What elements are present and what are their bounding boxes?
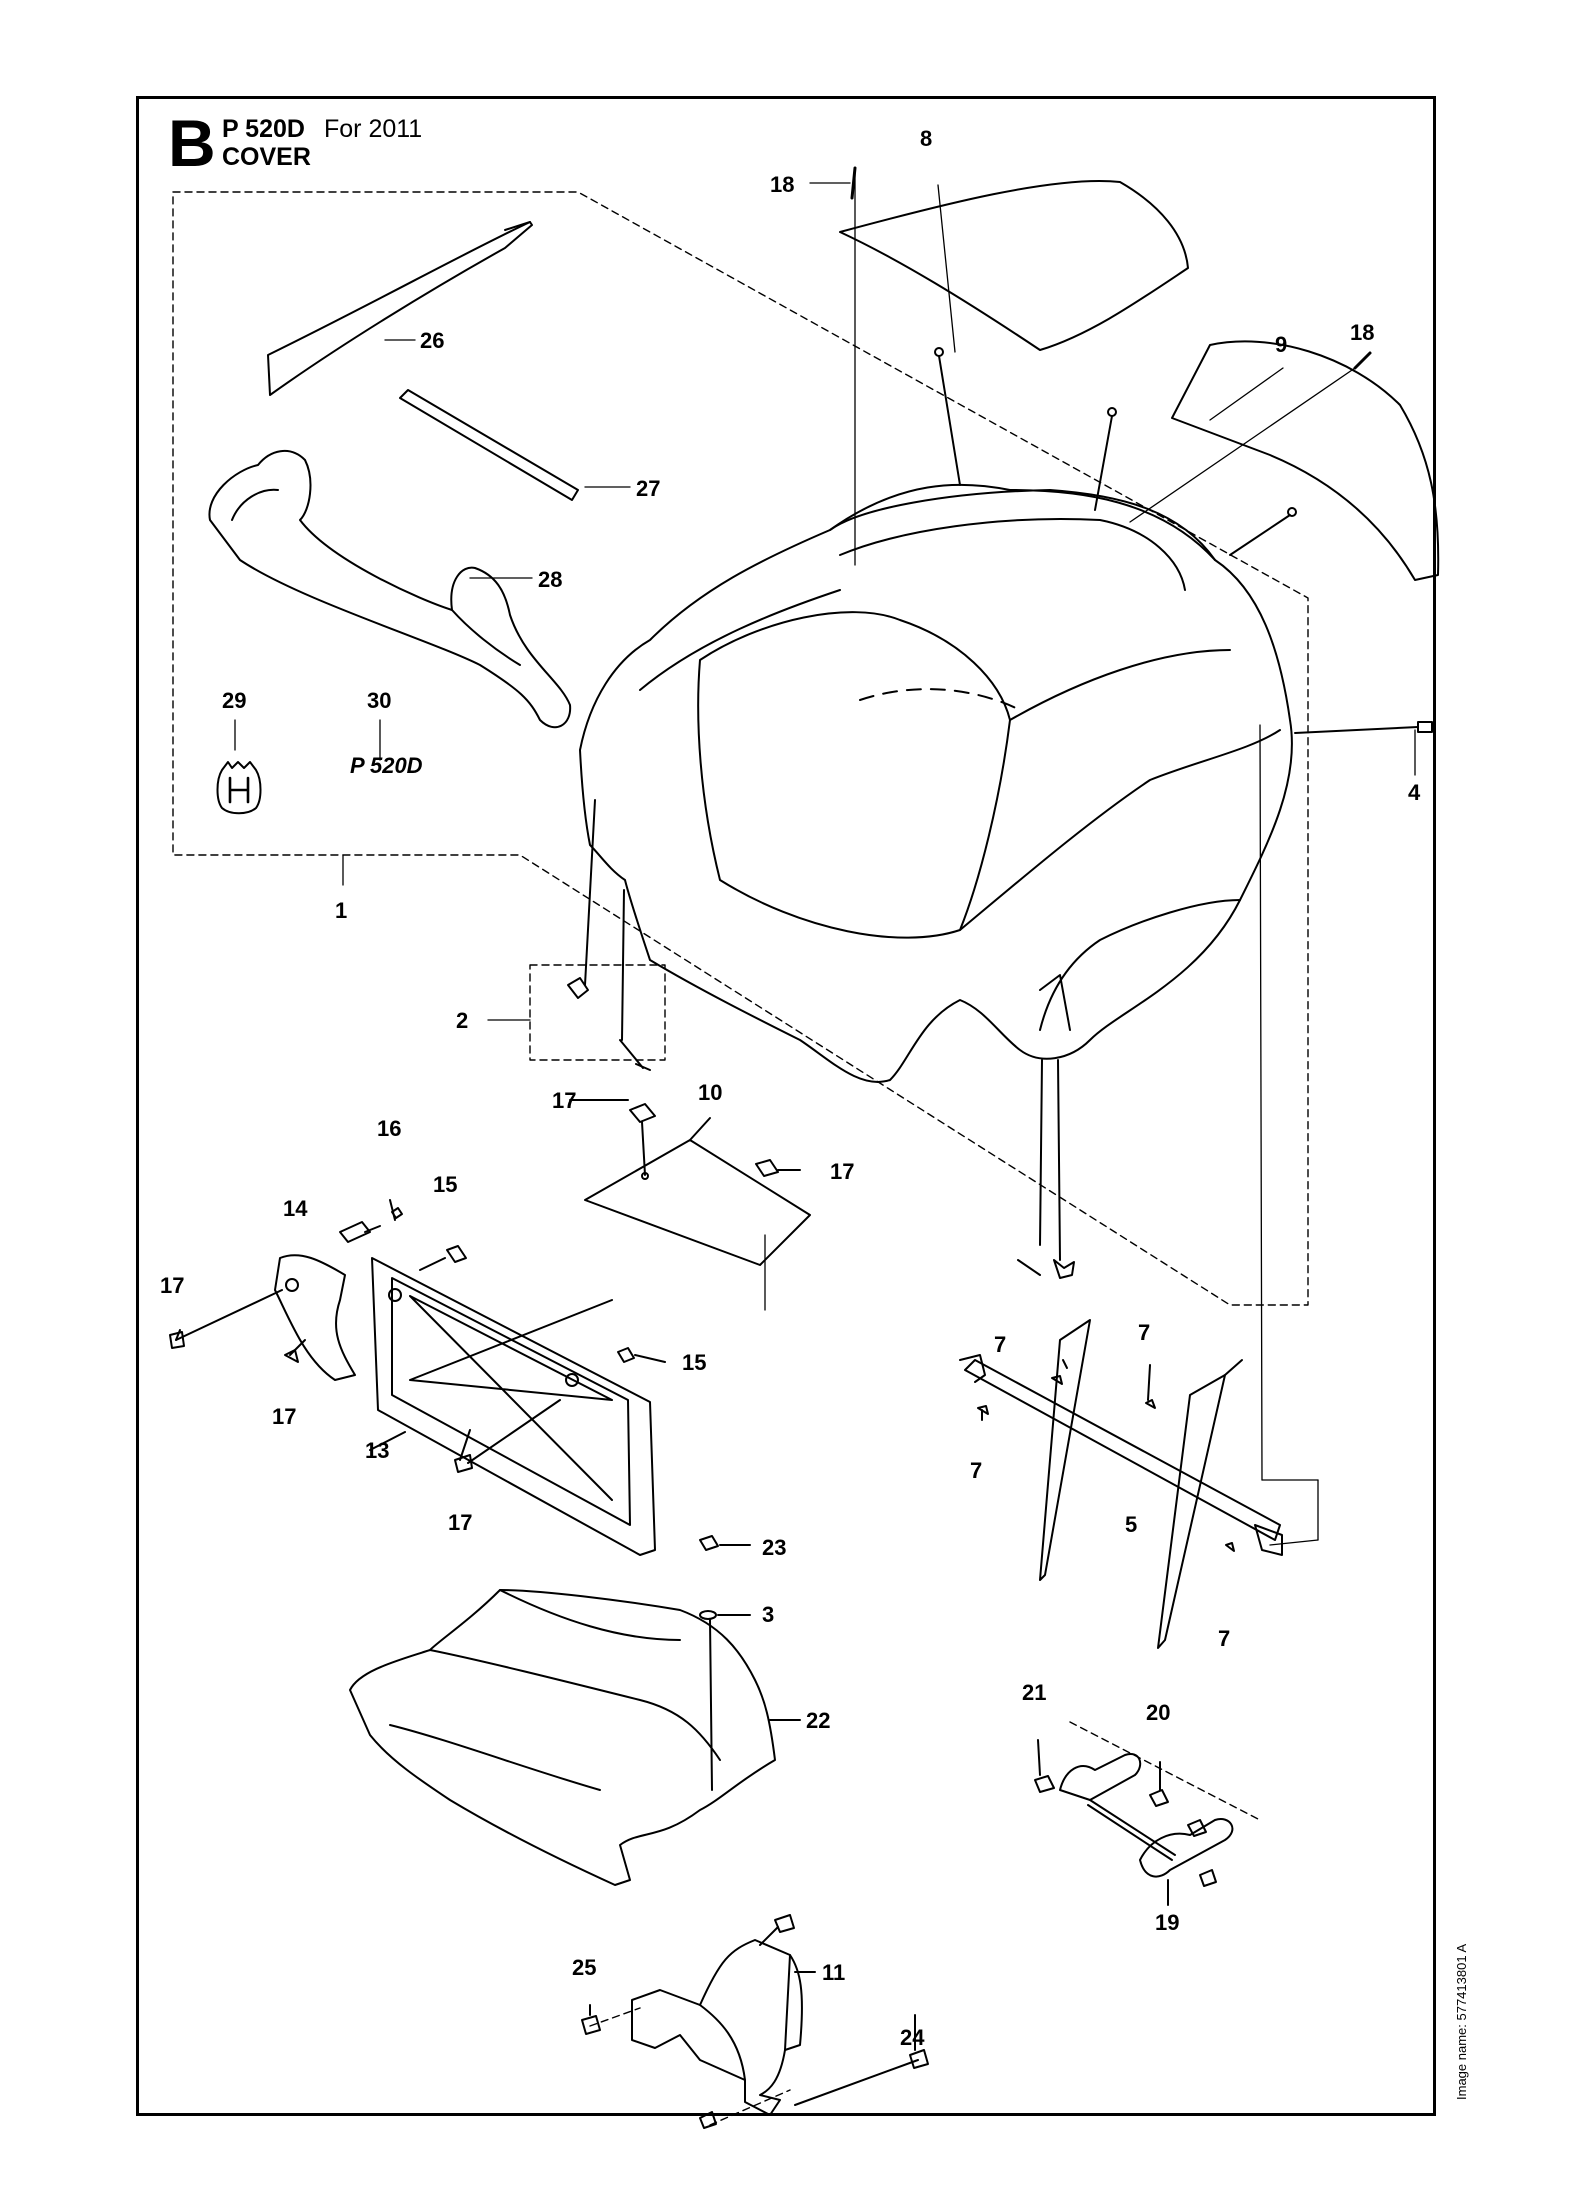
callout-7-b: 7 <box>1138 1320 1150 1345</box>
part-5-support-frame <box>959 1319 1283 1649</box>
part-19-hinge <box>1034 1739 1234 1906</box>
callout-17-plate-right: 17 <box>830 1159 854 1184</box>
nut-24-axis <box>709 2089 791 2126</box>
callout-11: 11 <box>822 1960 845 1985</box>
callout-7-c: 7 <box>970 1458 982 1483</box>
part-27-strip <box>399 389 579 501</box>
section-letter: B <box>168 106 216 180</box>
callout-2: 2 <box>456 1008 468 1033</box>
callout-7-a: 7 <box>994 1332 1006 1357</box>
part-29-logo-decal <box>216 761 262 815</box>
callout-7-d: 7 <box>1218 1626 1230 1651</box>
callout-19: 19 <box>1155 1910 1179 1935</box>
assembly-boundaries <box>172 191 1309 2126</box>
kit-2-outline <box>529 964 666 1061</box>
page-title: COVER <box>222 143 311 171</box>
part-28-seal <box>208 450 572 729</box>
callout-15-bottom: 15 <box>682 1350 706 1375</box>
callout-17-mid: 17 <box>272 1404 296 1429</box>
callout-1: 1 <box>335 898 347 923</box>
part-11-guard <box>581 1914 929 2129</box>
callout-18-top: 18 <box>770 172 794 197</box>
cover-fasteners <box>567 347 1433 1279</box>
callout-25: 25 <box>572 1955 596 1980</box>
callout-21: 21 <box>1022 1680 1046 1705</box>
callout-14: 14 <box>283 1196 308 1221</box>
callout-9: 9 <box>1275 332 1287 357</box>
bolt-25-axis <box>589 2007 641 2027</box>
callout-5: 5 <box>1125 1512 1137 1537</box>
part-9-rear-panel <box>1171 340 1440 581</box>
callout-16: 16 <box>377 1116 401 1141</box>
part-8-top-panel <box>839 180 1189 351</box>
callout-20: 20 <box>1146 1700 1170 1725</box>
model-year: For 2011 <box>324 115 423 143</box>
callout-17-plate-left: 17 <box>552 1088 576 1113</box>
model-name: P 520D <box>222 115 305 143</box>
callout-labels: 8 18 18 9 26 27 28 29 30 1 4 2 10 17 17 … <box>160 126 1421 2050</box>
callout-24: 24 <box>900 2025 925 2050</box>
callout-4: 4 <box>1408 780 1421 805</box>
part-30-model-decal: P 520D <box>350 753 423 778</box>
callout-27: 27 <box>636 476 660 501</box>
callout-10: 10 <box>698 1080 722 1105</box>
part-13-bracket <box>169 1199 666 1556</box>
callout-8: 8 <box>920 126 932 151</box>
leader-lines <box>234 166 1416 1546</box>
callout-26: 26 <box>420 328 444 353</box>
callout-17-left: 17 <box>160 1273 184 1298</box>
callout-18-right: 18 <box>1350 320 1374 345</box>
part-26-trim-strip <box>267 221 533 396</box>
callout-29: 29 <box>222 688 246 713</box>
callout-17-bottom: 17 <box>448 1510 472 1535</box>
callout-22: 22 <box>806 1708 830 1733</box>
drawing-frame <box>136 96 1436 2116</box>
callout-13: 13 <box>365 1438 389 1463</box>
callout-3: 3 <box>762 1602 774 1627</box>
cover-assembly-outline <box>172 191 1309 1306</box>
part-10-plate <box>569 1099 811 1266</box>
callout-15-top: 15 <box>433 1172 457 1197</box>
callout-23: 23 <box>762 1535 786 1560</box>
callout-28: 28 <box>538 567 562 592</box>
hinge-20-axis <box>1069 1721 1261 1821</box>
part-1-main-cover <box>579 483 1293 1083</box>
callout-30: 30 <box>367 688 391 713</box>
part-22-lower-cover <box>349 1535 801 1886</box>
